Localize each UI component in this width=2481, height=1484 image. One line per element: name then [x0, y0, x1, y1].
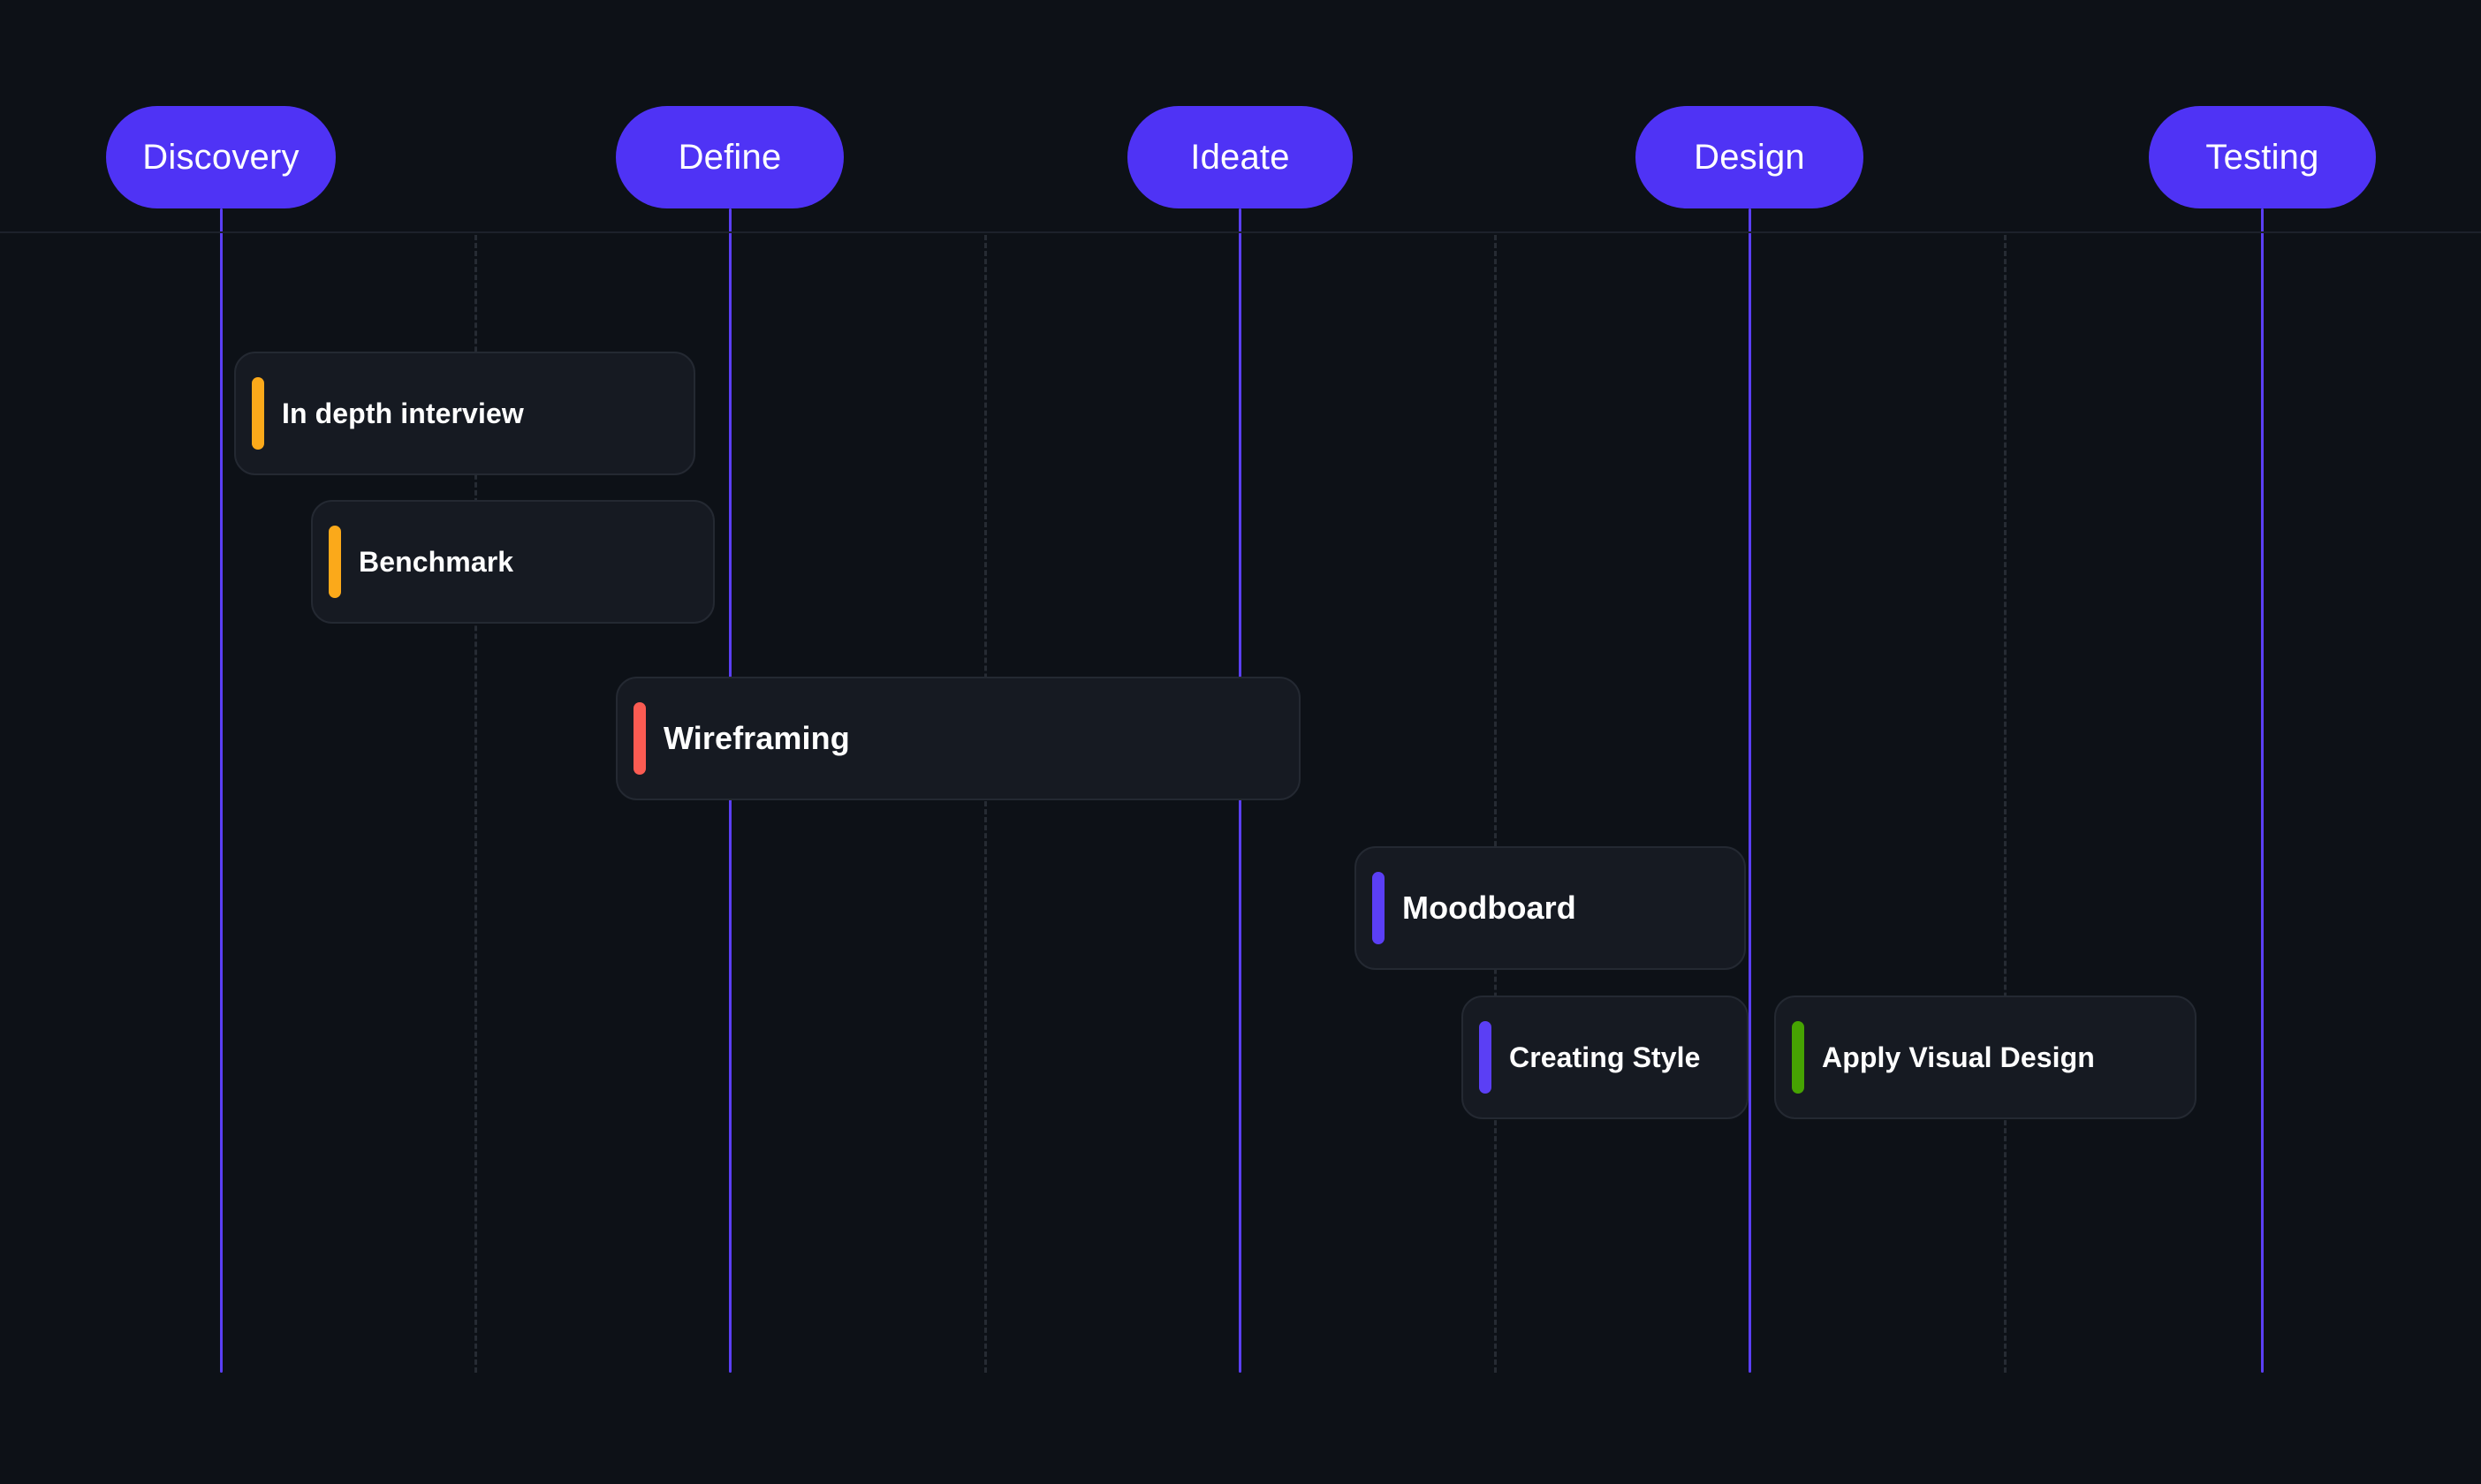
phase-pill-define[interactable]: Define — [616, 106, 844, 208]
task-label: Creating Style — [1509, 1041, 1701, 1073]
dashed-gridline-4 — [2004, 235, 2007, 1373]
phase-gridline-discovery — [220, 208, 223, 1373]
task-label: Wireframing — [664, 720, 850, 756]
dashed-gridline-2 — [984, 235, 987, 1373]
task-card[interactable]: In depth interview — [234, 352, 695, 475]
phase-pill-discovery[interactable]: Discovery — [106, 106, 336, 208]
task-accent-bar-indigo — [1479, 1021, 1491, 1094]
phase-pill-design[interactable]: Design — [1635, 106, 1863, 208]
task-accent-bar-red — [634, 702, 646, 775]
phase-pill-testing[interactable]: Testing — [2149, 106, 2376, 208]
task-card[interactable]: Creating Style — [1461, 996, 1749, 1119]
phase-pill-label: Testing — [2205, 137, 2319, 177]
dashed-gridline-3 — [1494, 235, 1497, 1373]
header-divider — [0, 231, 2481, 233]
task-accent-bar-green — [1792, 1021, 1804, 1094]
task-card[interactable]: Moodboard — [1354, 846, 1746, 970]
phase-pill-label: Ideate — [1190, 137, 1290, 177]
task-label: In depth interview — [282, 397, 524, 429]
task-accent-bar-amber — [252, 377, 264, 450]
task-card[interactable]: Benchmark — [311, 500, 715, 624]
task-card[interactable]: Apply Visual Design — [1774, 996, 2196, 1119]
task-label: Apply Visual Design — [1822, 1041, 2095, 1073]
phase-pill-ideate[interactable]: Ideate — [1127, 106, 1353, 208]
task-card[interactable]: Wireframing — [616, 677, 1301, 800]
phase-gridline-testing — [2261, 208, 2264, 1373]
task-accent-bar-indigo — [1372, 872, 1385, 944]
phase-gridline-design — [1749, 208, 1751, 1373]
task-label: Moodboard — [1402, 890, 1576, 926]
task-label: Benchmark — [359, 545, 514, 578]
task-accent-bar-amber — [329, 526, 341, 598]
phase-pill-label: Discovery — [142, 137, 300, 177]
phase-pill-label: Define — [678, 137, 782, 177]
phase-pill-label: Design — [1694, 137, 1805, 177]
